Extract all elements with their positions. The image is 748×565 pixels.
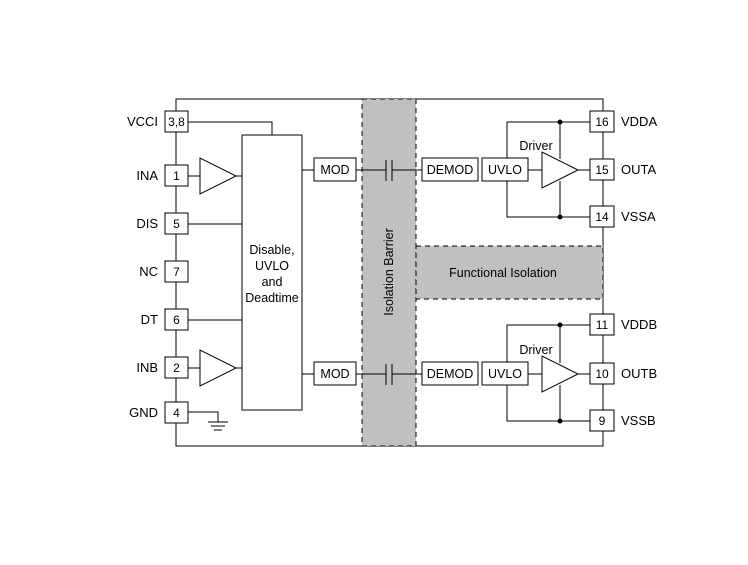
driver-a-label: Driver bbox=[519, 139, 552, 153]
demod-b-label: DEMOD bbox=[427, 367, 474, 381]
pin-name-vddb: VDDB bbox=[621, 317, 657, 332]
pin-number-vcci: 3,8 bbox=[168, 115, 185, 129]
right-pin-vdda: 16 VDDA bbox=[589, 110, 657, 133]
pin-number-dt: 6 bbox=[173, 313, 180, 327]
right-pin-vssa: 14 VSSA bbox=[589, 205, 656, 228]
pin-name-inb: INB bbox=[136, 360, 158, 375]
functional-isolation-region bbox=[415, 245, 604, 300]
control-block-line-1: Disable, bbox=[249, 243, 294, 257]
pin-number-dis: 5 bbox=[173, 217, 180, 231]
right-pin-vssb: 9 VSSB bbox=[589, 409, 656, 432]
mod-a-label: MOD bbox=[320, 163, 349, 177]
left-pin-ina: INA 1 bbox=[136, 164, 189, 187]
functional-isolation-label: Functional Isolation bbox=[449, 266, 557, 280]
demod-a-block bbox=[421, 157, 479, 182]
left-pin-gnd: GND 4 bbox=[129, 401, 189, 424]
pin-number-vssb: 9 bbox=[599, 414, 606, 428]
left-pin-vcci: VCCI 3,8 bbox=[127, 110, 189, 133]
input-buffer-a bbox=[199, 157, 238, 195]
left-pin-dis: DIS 5 bbox=[136, 212, 189, 235]
uvlo-b-label: UVLO bbox=[488, 367, 522, 381]
pin-name-dt: DT bbox=[141, 312, 158, 327]
demod-a-label: DEMOD bbox=[427, 163, 474, 177]
isolation-barrier-label: Isolation Barrier bbox=[382, 228, 396, 316]
pin-name-vssb: VSSB bbox=[621, 413, 656, 428]
channel-a: MOD DEMOD UVLO Driver bbox=[302, 119, 590, 220]
pin-name-outa: OUTA bbox=[621, 162, 656, 177]
left-pin-dt: DT 6 bbox=[141, 308, 189, 331]
pin-number-outa: 15 bbox=[595, 163, 609, 177]
pin-name-vcci: VCCI bbox=[127, 114, 158, 129]
pin-name-vssa: VSSA bbox=[621, 209, 656, 224]
left-pin-nc: NC 7 bbox=[139, 260, 189, 283]
pin-number-gnd: 4 bbox=[173, 406, 180, 420]
pin-number-vdda: 16 bbox=[595, 115, 609, 129]
driver-a-triangle bbox=[541, 151, 580, 189]
control-block-line-4: Deadtime bbox=[245, 291, 299, 305]
pin-name-vdda: VDDA bbox=[621, 114, 657, 129]
input-buffer-b bbox=[199, 349, 238, 387]
pin-number-nc: 7 bbox=[173, 265, 180, 279]
pin-number-vssa: 14 bbox=[595, 210, 609, 224]
pin-name-outb: OUTB bbox=[621, 366, 657, 381]
pin-name-dis: DIS bbox=[136, 216, 158, 231]
left-pin-inb: INB 2 bbox=[136, 356, 189, 379]
driver-b-label: Driver bbox=[519, 343, 552, 357]
right-pin-outa: 15 OUTA bbox=[589, 158, 656, 181]
right-pin-outb: 10 OUTB bbox=[589, 362, 657, 385]
demod-b-block bbox=[421, 361, 479, 386]
right-pin-vddb: 11 VDDB bbox=[589, 313, 657, 336]
pin-number-vddb: 11 bbox=[596, 318, 609, 332]
pin-number-outb: 10 bbox=[595, 367, 609, 381]
left-wiring bbox=[188, 121, 273, 431]
pin-number-inb: 2 bbox=[173, 361, 180, 375]
pin-name-nc: NC bbox=[139, 264, 158, 279]
control-block-line-3: and bbox=[262, 275, 283, 289]
pin-name-gnd: GND bbox=[129, 405, 158, 420]
pin-number-ina: 1 bbox=[173, 169, 180, 183]
driver-b-triangle bbox=[541, 355, 580, 393]
uvlo-a-label: UVLO bbox=[488, 163, 522, 177]
pin-name-ina: INA bbox=[136, 168, 158, 183]
control-block bbox=[241, 134, 303, 411]
control-block-line-2: UVLO bbox=[255, 259, 289, 273]
mod-b-label: MOD bbox=[320, 367, 349, 381]
channel-b: MOD DEMOD UVLO Driver bbox=[302, 322, 590, 424]
